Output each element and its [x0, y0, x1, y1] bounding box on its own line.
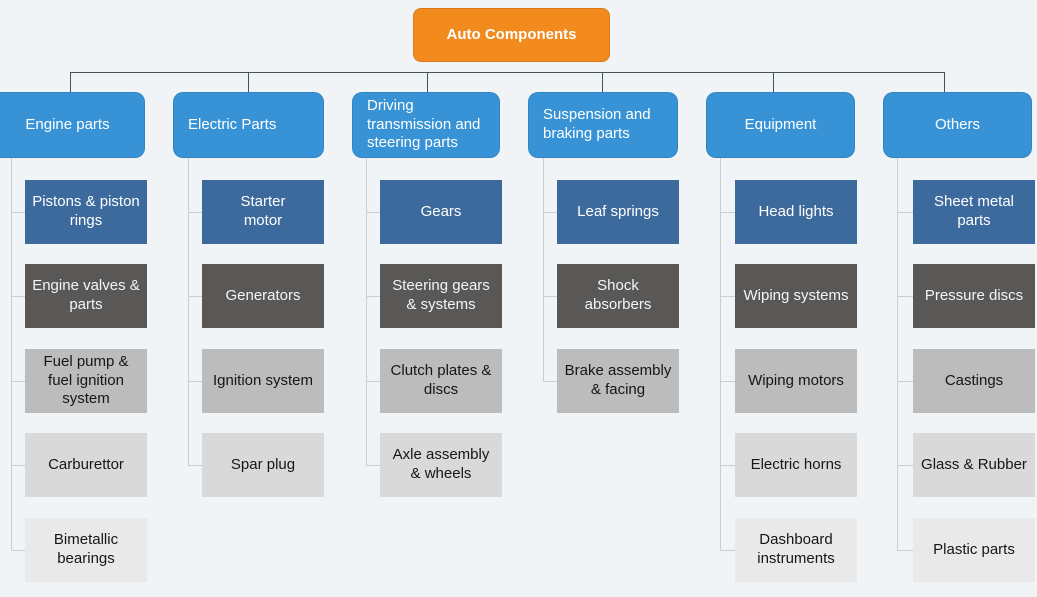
connector-column-others — [897, 158, 898, 550]
connector-drop-engine-parts — [70, 72, 71, 93]
connector-stub-suspension-0 — [543, 212, 557, 213]
connector-stub-equipment-4 — [720, 550, 735, 551]
node-driving-transmission-steering-parts[interactable]: Driving transmission and steering parts — [352, 92, 500, 158]
connector-stub-equipment-0 — [720, 212, 735, 213]
connector-column-electric — [188, 158, 189, 465]
node-plastic-parts[interactable]: Plastic parts — [913, 518, 1035, 582]
connector-stub-engine-3 — [11, 465, 25, 466]
node-wiping-motors[interactable]: Wiping motors — [735, 349, 857, 413]
connector-stub-engine-1 — [11, 296, 25, 297]
connector-stub-driving-1 — [366, 296, 380, 297]
node-carburettor[interactable]: Carburettor — [25, 433, 147, 497]
node-axle-assembly-wheels[interactable]: Axle assembly & wheels — [380, 433, 502, 497]
node-wiping-systems[interactable]: Wiping systems — [735, 264, 857, 328]
connector-stub-electric-1 — [188, 296, 202, 297]
connector-stub-suspension-1 — [543, 296, 557, 297]
connector-column-suspension — [543, 158, 544, 381]
node-generators[interactable]: Generators — [202, 264, 324, 328]
node-sheet-metal-parts[interactable]: Sheet metal parts — [913, 180, 1035, 244]
node-clutch-plates-discs[interactable]: Clutch plates & discs — [380, 349, 502, 413]
connector-drop-others — [944, 72, 945, 93]
connector-stub-electric-3 — [188, 465, 202, 466]
node-brake-assembly-facing[interactable]: Brake assembly & facing — [557, 349, 679, 413]
node-auto-components[interactable]: Auto Components — [413, 8, 610, 62]
node-castings[interactable]: Castings — [913, 349, 1035, 413]
node-gears[interactable]: Gears — [380, 180, 502, 244]
node-equipment[interactable]: Equipment — [706, 92, 855, 158]
node-engine-parts[interactable]: Engine parts — [0, 92, 145, 158]
node-others[interactable]: Others — [883, 92, 1032, 158]
node-fuel-pump-ignition-system[interactable]: Fuel pump & fuel ignition system — [25, 349, 147, 413]
connector-drop-driving-parts — [427, 72, 428, 93]
node-engine-valves-parts[interactable]: Engine valves & parts — [25, 264, 147, 328]
connector-stub-suspension-2 — [543, 381, 557, 382]
connector-stub-electric-0 — [188, 212, 202, 213]
node-ignition-system[interactable]: Ignition system — [202, 349, 324, 413]
node-dashboard-instruments[interactable]: Dashboard instruments — [735, 518, 857, 582]
connector-drop-electric-parts — [248, 72, 249, 93]
node-steering-gears-systems[interactable]: Steering gears & systems — [380, 264, 502, 328]
connector-stub-equipment-1 — [720, 296, 735, 297]
connector-stub-driving-0 — [366, 212, 380, 213]
connector-drop-equipment — [773, 72, 774, 93]
connector-stub-others-0 — [897, 212, 913, 213]
node-pistons-piston-rings[interactable]: Pistons & piston rings — [25, 180, 147, 244]
connector-stub-others-1 — [897, 296, 913, 297]
node-glass-rubber[interactable]: Glass & Rubber — [913, 433, 1035, 497]
node-leaf-springs[interactable]: Leaf springs — [557, 180, 679, 244]
node-pressure-discs[interactable]: Pressure discs — [913, 264, 1035, 328]
connector-stub-engine-4 — [11, 550, 25, 551]
connector-stub-driving-3 — [366, 465, 380, 466]
node-bimetallic-bearings[interactable]: Bimetallic bearings — [25, 518, 147, 582]
connector-stub-electric-2 — [188, 381, 202, 382]
connector-stub-others-2 — [897, 381, 913, 382]
node-starter-motor[interactable]: Starter motor — [202, 180, 324, 244]
node-electric-horns[interactable]: Electric horns — [735, 433, 857, 497]
node-suspension-braking-parts[interactable]: Suspension and braking parts — [528, 92, 678, 158]
node-spar-plug[interactable]: Spar plug — [202, 433, 324, 497]
connector-stub-others-3 — [897, 465, 913, 466]
node-electric-parts[interactable]: Electric Parts — [173, 92, 324, 158]
connector-column-equipment — [720, 158, 721, 550]
connector-stub-others-4 — [897, 550, 913, 551]
connector-stub-equipment-3 — [720, 465, 735, 466]
connector-root-horizontal — [70, 72, 944, 73]
node-head-lights[interactable]: Head lights — [735, 180, 857, 244]
connector-column-engine — [11, 158, 12, 550]
connector-column-driving — [366, 158, 367, 465]
connector-stub-engine-2 — [11, 381, 25, 382]
connector-stub-equipment-2 — [720, 381, 735, 382]
connector-drop-suspension-parts — [602, 72, 603, 93]
node-shock-absorbers[interactable]: Shock absorbers — [557, 264, 679, 328]
connector-stub-driving-2 — [366, 381, 380, 382]
connector-stub-engine-0 — [11, 212, 25, 213]
